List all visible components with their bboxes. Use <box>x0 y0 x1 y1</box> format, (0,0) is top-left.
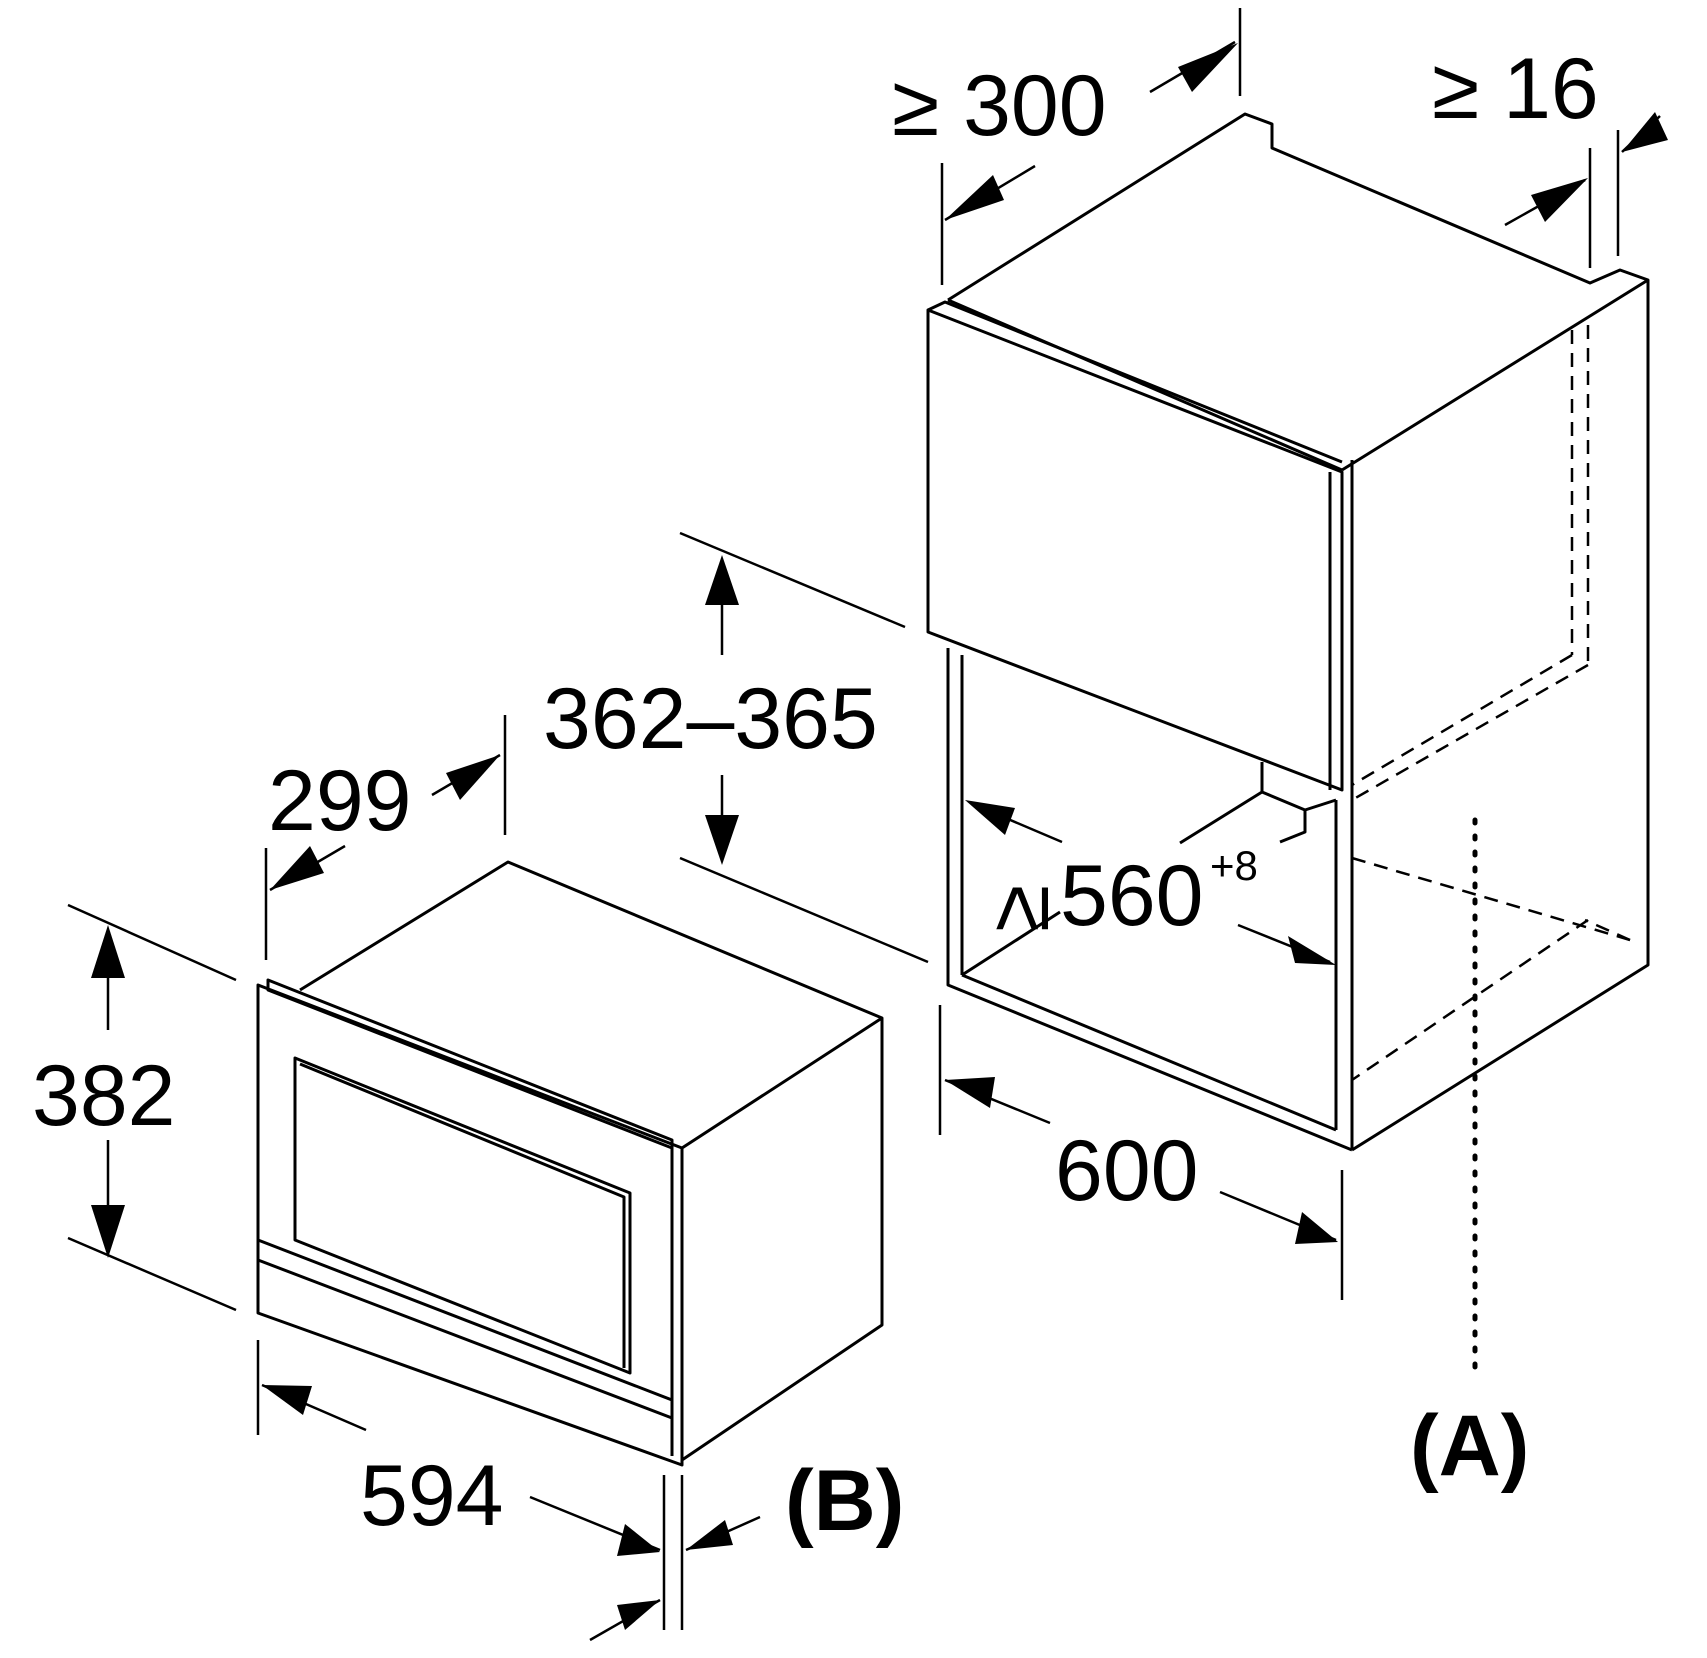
cabinet-hidden-lines <box>1350 325 1631 1100</box>
cabinet-drawing <box>926 112 1650 1152</box>
dim-appliance-width: 594 <box>360 1448 504 1544</box>
arrow-382-bottom <box>91 1205 125 1258</box>
arrow-300-bottom <box>945 175 1004 220</box>
arrow-B-left <box>617 1600 660 1630</box>
arrow-560-left <box>965 800 1015 835</box>
cabinet-upper-front-panel <box>926 308 1344 792</box>
arrow-600-right <box>1295 1212 1338 1244</box>
dim-niche-height: 362–365 <box>543 671 878 767</box>
dim-appliance-height: 382 <box>32 1048 176 1144</box>
arrow-300-top <box>1178 43 1238 92</box>
arrow-594-left <box>262 1385 312 1415</box>
cabinet-back-ledge-edge <box>1179 790 1263 845</box>
dim-niche-width-tolerance: +8 <box>1210 842 1258 889</box>
appliance-top-front-edge <box>681 1016 883 1150</box>
cabinet-niche-floor <box>961 910 1061 977</box>
arrow-560-right <box>1288 936 1336 965</box>
appliance-side-edge <box>681 1120 884 1462</box>
cabinet-upper-front-lip <box>927 300 1343 464</box>
cabinet-top-panel <box>947 112 1650 1152</box>
appliance-top-edge <box>299 860 884 1120</box>
cabinet-ledge-joint <box>1304 798 1337 812</box>
label-appliance: (B) <box>785 1453 904 1549</box>
arrow-16-right <box>1622 112 1668 152</box>
cabinet-niche-left <box>946 648 1353 1152</box>
appliance-front-inner-frame <box>266 978 674 1150</box>
arrow-299-top <box>446 755 500 800</box>
dim-cabinet-top-depth: ≥ 300 <box>892 58 1107 154</box>
appliance-control-strip-bottom <box>257 1258 673 1420</box>
dim-cabinet-side-panel: ≥ 16 <box>1432 41 1599 137</box>
appliance-drawing <box>256 860 884 1467</box>
arrow-382-top <box>91 925 125 978</box>
arrow-362-top <box>705 555 739 605</box>
label-cabinet: (A) <box>1410 1398 1529 1494</box>
arrow-600-left <box>945 1077 995 1108</box>
dim-cabinet-width: 600 <box>1055 1123 1199 1219</box>
arrow-594-right <box>617 1524 660 1556</box>
appliance-front-frame <box>256 983 684 1467</box>
dim-appliance-depth: 299 <box>268 753 412 849</box>
dim-niche-width: ≥ <box>971 885 1067 932</box>
cabinet-niche-floor-front <box>961 973 1337 1132</box>
cabinet-top-right <box>1341 278 1649 472</box>
appliance-window <box>293 1056 632 1375</box>
appliance-window-inner <box>299 1062 626 1368</box>
arrow-16-left <box>1531 178 1588 222</box>
arrow-362-bottom <box>705 815 739 865</box>
dimension-arrowheads <box>91 43 1668 1630</box>
dim-niche-width-number: 560 <box>1060 848 1204 944</box>
appliance-control-strip-top <box>257 1238 673 1402</box>
arrow-299-bottom <box>270 846 324 890</box>
arrow-B-right <box>686 1520 733 1550</box>
